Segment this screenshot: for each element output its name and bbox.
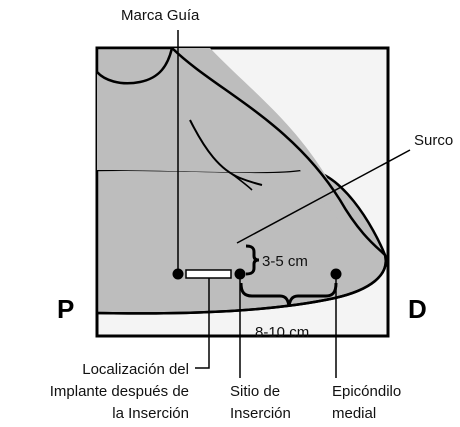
- epicondyle-line-2: medial: [332, 405, 376, 422]
- hand-shape: [97, 48, 174, 85]
- brace-3-5cm: [245, 244, 260, 276]
- guide-mark-dot: [172, 268, 184, 280]
- distal-label: D: [408, 294, 427, 324]
- distance-epicondyle-label: 8-10 cm: [255, 324, 309, 341]
- groove-label: Surco: [414, 132, 453, 149]
- epicondyle-line-1: Epicóndilo: [332, 383, 401, 400]
- arm-lower-contour: [97, 254, 388, 315]
- insertion-site-line-1: Sitio de: [230, 383, 280, 400]
- insertion-site-line-2: Inserción: [230, 405, 291, 422]
- insertion-site-dot: [234, 268, 246, 280]
- elbow-crease-2: [231, 173, 253, 191]
- proximal-label: P: [57, 294, 74, 324]
- shoulder-region: [97, 48, 385, 255]
- implant-location-line-1: Localización del: [82, 361, 189, 378]
- elbow-crease: [189, 119, 263, 186]
- brace-8-10cm: [239, 282, 338, 307]
- epicondyle-dot: [330, 268, 342, 280]
- arm-upper-contour: [171, 48, 386, 256]
- groove-leader: [236, 149, 411, 244]
- distance-groove-label: 3-5 cm: [262, 253, 308, 270]
- guide-mark-label: Marca Guía: [121, 7, 200, 24]
- implant-location-leader: [195, 278, 210, 369]
- implant-location-line-3: la Inserción: [112, 405, 189, 422]
- implant-location-line-2: Implante después de: [50, 383, 189, 400]
- implant-bar: [185, 269, 232, 279]
